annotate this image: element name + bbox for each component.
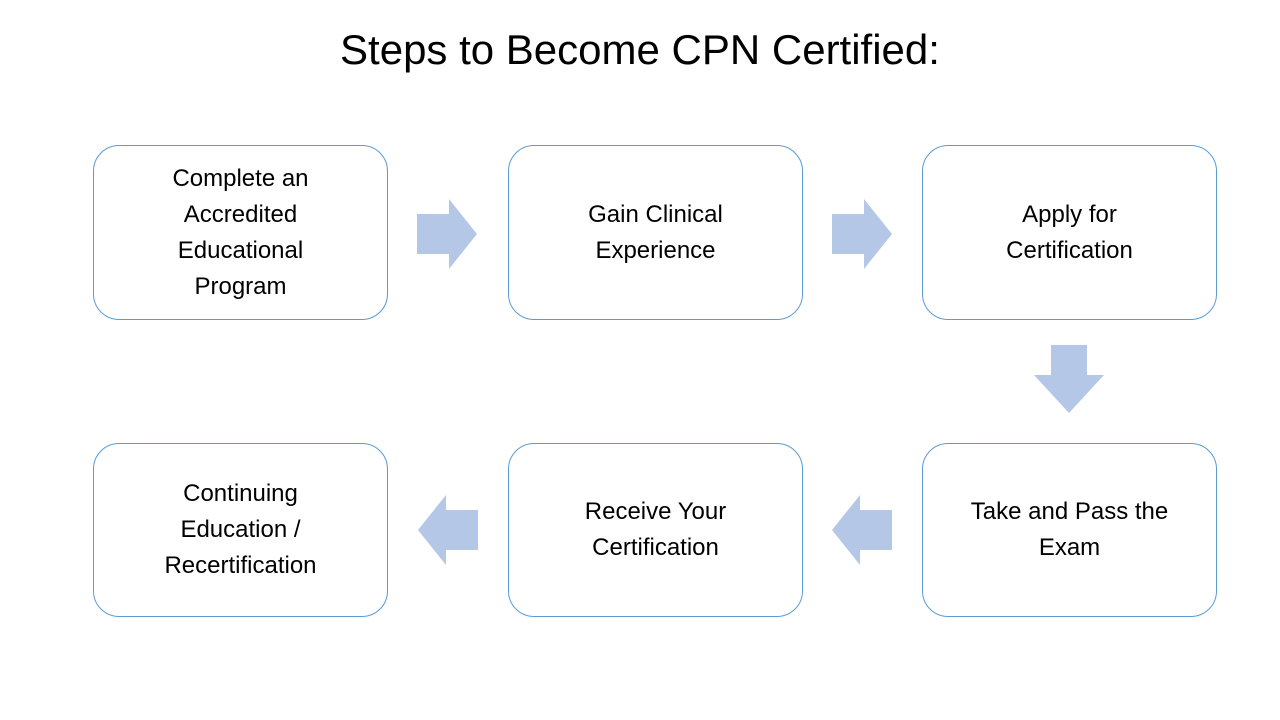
step-box-complete-accredited-educational-program: Complete an Accredited Educational Progr… (93, 145, 388, 320)
step-label: Continuing Education / Recertification (164, 480, 317, 579)
arrow-down-icon (1034, 345, 1104, 413)
arrow-right-icon (417, 199, 477, 269)
step-label: Take and Pass the Exam (970, 498, 1169, 561)
step-box-take-and-pass-the-exam: Take and Pass the Exam (922, 443, 1217, 617)
arrow-left-icon (832, 495, 892, 565)
arrow-down-shape (1034, 345, 1104, 413)
arrow-right-icon (832, 199, 892, 269)
arrow-left-shape (418, 495, 478, 565)
step-label: Complete an Accredited Educational Progr… (172, 164, 309, 300)
step-box-receive-your-certification: Receive Your Certification (508, 443, 803, 617)
step-label: Apply for Certification (1006, 200, 1133, 264)
arrow-right-shape (832, 199, 892, 269)
arrow-right-shape (417, 199, 477, 269)
step-label: Gain Clinical Experience (588, 200, 723, 264)
step-label: Receive Your Certification (584, 498, 727, 561)
step-box-apply-for-certification: Apply for Certification (922, 145, 1217, 320)
step-box-continuing-education-recertification: Continuing Education / Recertification (93, 443, 388, 617)
arrow-left-icon (418, 495, 478, 565)
arrow-left-shape (832, 495, 892, 565)
step-box-gain-clinical-experience: Gain Clinical Experience (508, 145, 803, 320)
slide-title: Steps to Become CPN Certified: (340, 26, 940, 73)
